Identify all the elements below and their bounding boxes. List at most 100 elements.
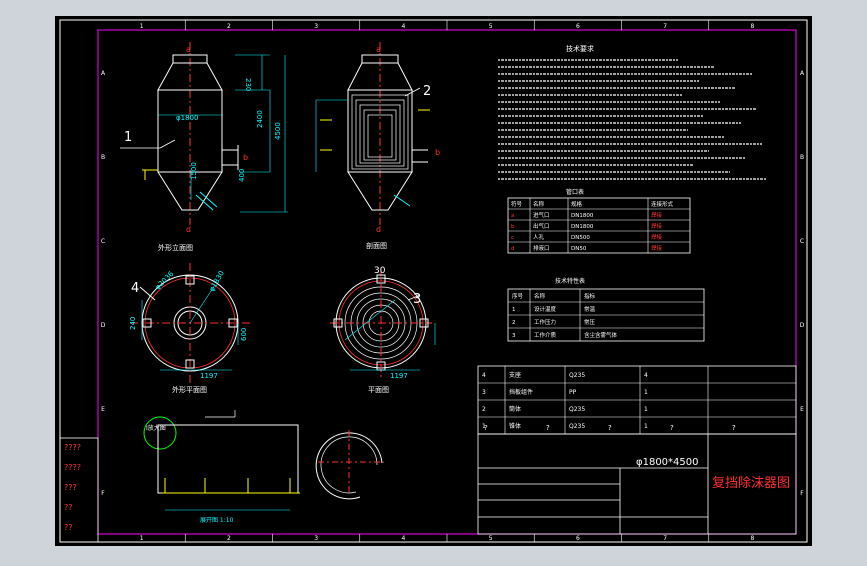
sheet-outer-border [59, 19, 808, 543]
bom-cell: PP [569, 389, 577, 396]
dim-h1500: 1500 [190, 162, 198, 180]
bom-mark: ? [546, 424, 550, 432]
params-cell: 3 [512, 333, 516, 339]
dim-d1800: φ1800 [176, 114, 198, 122]
params-table[interactable]: 序号 名称 指标 1 设计温度 常温 2 工作压力 常压 3 工作介质 含尘含雾气体 [507, 288, 705, 342]
port-d-front: d [186, 225, 191, 234]
bom-mark: ? [732, 424, 736, 432]
bom-cell: 4 [644, 372, 648, 379]
nozzle-cell: 出气口 [533, 222, 550, 230]
plan-view[interactable] [130, 263, 250, 383]
front-view[interactable] [120, 42, 288, 225]
bom-cell: 锥体 [509, 422, 521, 430]
nozzle-header-cell: 名称 [533, 200, 545, 208]
border-row-mark: F [101, 490, 105, 497]
section-view-caption: 剖面图 [366, 241, 387, 250]
bom-cell: 1 [644, 389, 648, 396]
nozzle-cell: b [511, 224, 515, 230]
bom-cell: 支座 [509, 371, 521, 379]
border-row-mark: D [800, 322, 805, 329]
dim-h400: 400 [238, 169, 246, 182]
params-table-title: 技术特性表 [555, 277, 585, 285]
port-b-section: b [435, 148, 440, 157]
left-stamp-text: ???? [64, 443, 81, 452]
params-cell: 含尘含雾气体 [584, 331, 618, 339]
leader-2-label: 2 [423, 84, 431, 99]
params-header-cell: 序号 [512, 292, 524, 300]
dim-w600: 600 [240, 328, 248, 341]
params-cell: 常温 [584, 305, 596, 313]
nozzle-cell: DN50 [571, 246, 587, 252]
dim-w1197-a: 1197 [200, 372, 218, 380]
border-col-mark: 5 [489, 535, 493, 542]
left-stamp-text: ???? [64, 463, 81, 472]
port-a-section: a [376, 45, 381, 54]
bom-mark: ? [670, 424, 674, 432]
technical-notes[interactable]: 技术要求 [498, 44, 767, 180]
params-header-cell: 指标 [584, 292, 596, 300]
nozzle-cell: 焊接 [651, 222, 663, 230]
nozzle-cell: 焊接 [651, 211, 663, 219]
bom-mark: ? [484, 424, 488, 432]
bom-cell: 1 [482, 423, 486, 430]
params-cell: 设计温度 [534, 305, 557, 313]
nozzle-header-cell: 连接形式 [651, 200, 674, 208]
nozzle-cell: DN1800 [571, 224, 594, 230]
border-col-mark: 7 [663, 535, 667, 542]
dim-w240: 240 [129, 317, 137, 330]
tech-notes-title: 技术要求 [566, 44, 594, 53]
plan-view-2[interactable] [330, 268, 436, 378]
detail-view[interactable] [143, 410, 384, 511]
bom-cell: 1 [644, 406, 648, 413]
border-col-mark: 2 [227, 23, 231, 30]
front-view-caption: 外形立面图 [158, 243, 193, 252]
border-row-mark: E [101, 406, 105, 413]
border-row-mark: A [800, 70, 805, 77]
plan-view-caption: 外形平面图 [172, 385, 207, 394]
port-a-front: a [186, 45, 191, 54]
dim-w1197-b: 1197 [390, 372, 408, 380]
bom-cell: 挡板组件 [509, 388, 533, 396]
title-spec: φ1800*4500 [636, 457, 699, 468]
title-block[interactable] [477, 433, 797, 535]
model-space[interactable] [55, 16, 812, 546]
nozzle-cell: 人孔 [533, 233, 545, 241]
bom-mark: ? [608, 424, 612, 432]
params-header-cell: 名称 [534, 292, 546, 300]
border-row-mark: E [800, 406, 804, 413]
nozzle-cell: DN1800 [571, 213, 594, 219]
border-row-mark: B [800, 154, 804, 161]
bom-cell: 2 [482, 406, 486, 413]
plan-view-2-caption: 平面图 [368, 386, 389, 394]
leader-3-label: 3 [413, 292, 421, 307]
left-stamp-box [59, 437, 99, 543]
border-col-mark: 1 [140, 23, 144, 30]
border-row-mark: C [800, 238, 804, 245]
leader-1-label: 1 [124, 130, 132, 145]
params-cell: 工作压力 [534, 318, 556, 326]
section-view[interactable] [315, 42, 430, 225]
border-col-mark: 7 [663, 23, 667, 30]
border-row-mark: C [101, 238, 105, 245]
border-col-mark: 8 [750, 23, 754, 30]
dim-h230: 230 [244, 78, 252, 91]
border-col-mark: 6 [576, 535, 580, 542]
nozzle-cell: 进气口 [533, 211, 550, 219]
params-cell: 常压 [584, 318, 596, 326]
params-cell: 工作介质 [534, 331, 557, 339]
params-cell: 2 [512, 320, 516, 326]
border-col-mark: 6 [576, 23, 580, 30]
border-col-mark: 4 [401, 535, 405, 542]
dim-h4500: 4500 [274, 122, 282, 140]
dim-30: 30 [374, 266, 386, 276]
left-stamp-text: ??? [64, 483, 77, 492]
params-cell: 1 [512, 307, 516, 313]
nozzle-cell: 焊接 [651, 233, 663, 241]
drawing-title: 复挡除沫器图 [712, 476, 790, 491]
